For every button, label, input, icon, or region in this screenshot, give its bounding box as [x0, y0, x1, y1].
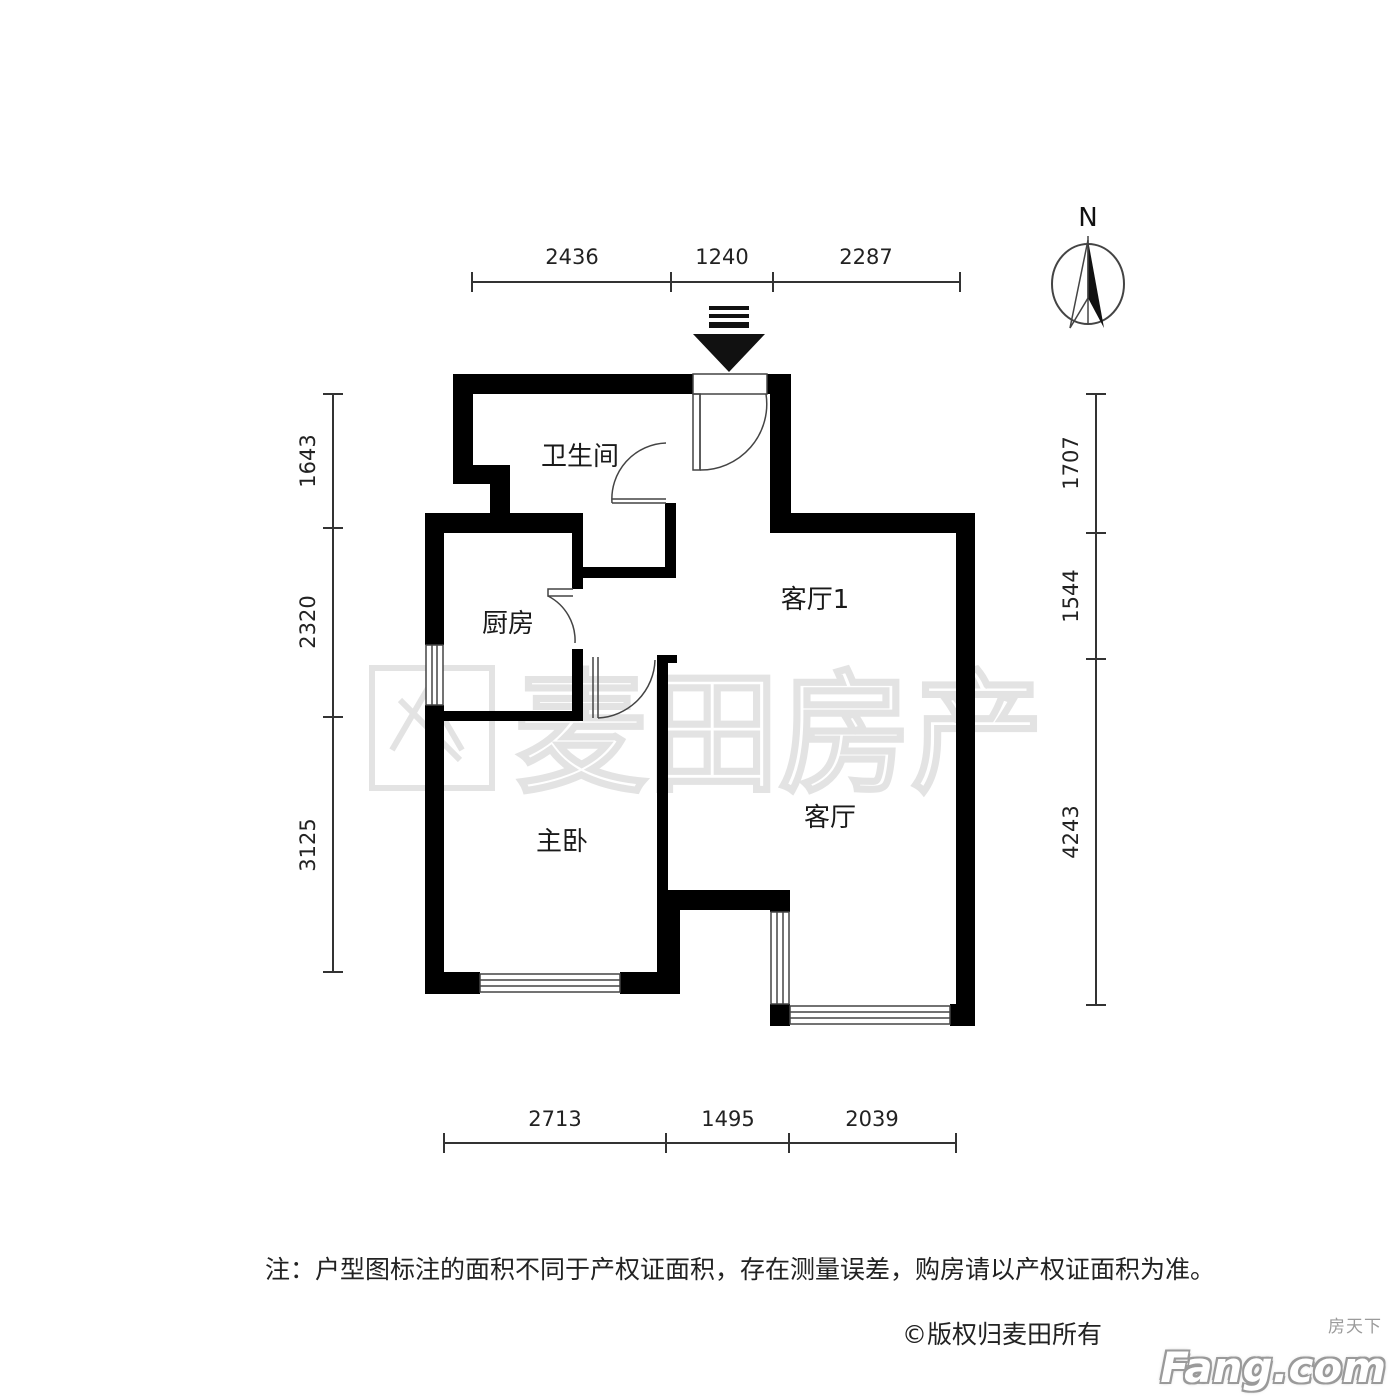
brand-main-text: Fang.com [1160, 1343, 1386, 1392]
windows [425, 644, 951, 1025]
dim-left-1: 1643 [296, 434, 320, 487]
dim-left-2: 2320 [296, 595, 320, 648]
dim-top-3: 2287 [839, 245, 892, 269]
dim-bottom-3: 2039 [845, 1107, 898, 1131]
room-label-bathroom: 卫生间 [541, 442, 619, 472]
compass-icon: N [1051, 203, 1125, 329]
entrance-arrow-icon [693, 306, 765, 372]
doors [547, 373, 768, 719]
room-label-living-room: 客厅 [804, 803, 856, 833]
dim-top-2: 1240 [695, 245, 748, 269]
bottom-dimensions [443, 1133, 957, 1153]
kitchen-window [425, 644, 444, 706]
compass-north-label: N [1078, 203, 1097, 233]
walls [425, 374, 975, 1026]
dim-right-3: 4243 [1059, 805, 1083, 858]
dim-bottom-2: 1495 [701, 1107, 754, 1131]
room-label-kitchen: 厨房 [482, 609, 534, 639]
dim-right-1: 1707 [1059, 436, 1083, 489]
balcony-side-window [770, 911, 790, 1005]
room-label-living-room-1: 客厅1 [781, 585, 850, 615]
dim-top-1: 2436 [545, 245, 598, 269]
brand-logo: 房天下 Fang.com [1160, 1312, 1386, 1392]
dim-left-3: 3125 [296, 818, 320, 871]
bedroom-window [479, 973, 621, 993]
right-dimensions [1086, 393, 1106, 1006]
copyright-text: ©版权归麦田所有 [902, 1320, 1103, 1349]
dim-right-2: 1544 [1059, 569, 1083, 622]
balcony-front-window [789, 1005, 951, 1025]
watermark: 麦田房产 [369, 657, 1045, 814]
disclaimer-note: 注：户型图标注的面积不同于产权证面积，存在测量误差，购房请以产权证面积为准。 [265, 1255, 1216, 1284]
brand-top-text: 房天下 [1328, 1317, 1382, 1337]
left-dimensions [323, 393, 343, 973]
top-dimensions [471, 272, 961, 292]
dim-bottom-1: 2713 [528, 1107, 581, 1131]
room-label-master-bedroom: 主卧 [536, 827, 588, 857]
